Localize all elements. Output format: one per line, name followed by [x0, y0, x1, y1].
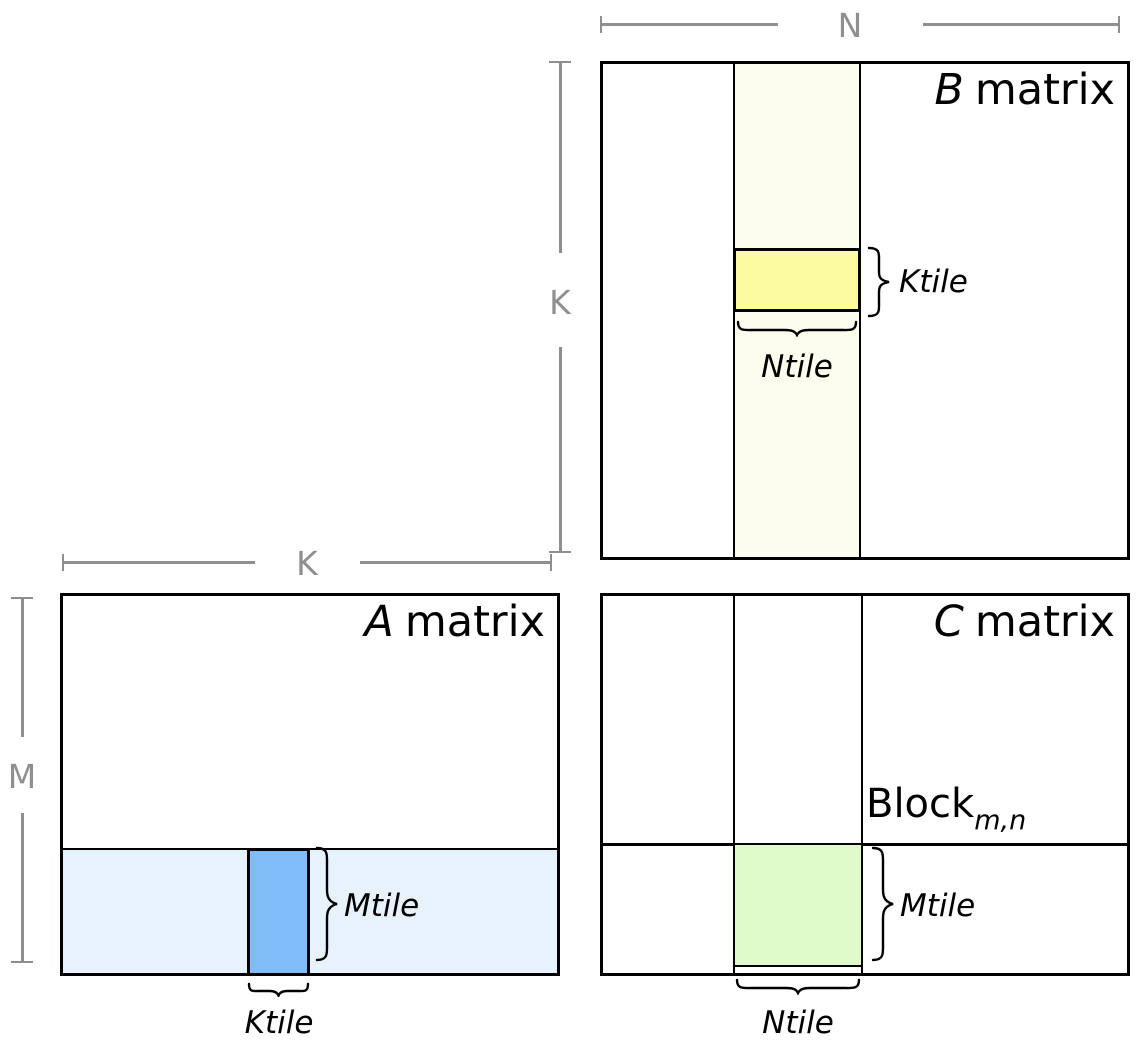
dim-bk-label: K: [549, 283, 571, 322]
dim-bk-line-top: [559, 62, 562, 253]
dim-bk-tick-bottom: [549, 551, 571, 553]
c-column-line-right: [861, 596, 863, 973]
b-matrix-title-word: matrix: [974, 65, 1115, 115]
b-ntile-brace-icon: [736, 319, 858, 337]
dim-n-line-right: [923, 23, 1120, 26]
c-row-divider: [603, 843, 1127, 846]
dim-m-tick-bottom: [11, 961, 33, 963]
dim-ak-label: K: [296, 544, 318, 583]
c-block-label-subscript: m,n: [974, 805, 1027, 837]
a-mtile-block: [247, 848, 310, 973]
a-matrix-title-word: matrix: [404, 597, 545, 647]
dim-m-line-top: [21, 598, 24, 737]
dim-ak-line-right: [360, 561, 552, 564]
c-matrix-title-letter: C: [933, 597, 964, 647]
b-ktile-label: Ktile: [899, 264, 968, 300]
c-block-label-text: Block: [866, 781, 975, 827]
b-matrix-title-letter: B: [934, 65, 964, 115]
c-ntile-label: Ntile: [762, 1005, 834, 1041]
b-ntile-label: Ntile: [761, 349, 833, 385]
dim-ak-tick-right: [550, 554, 552, 571]
dim-n-line-left: [600, 23, 778, 26]
c-mtile-brace-icon: [870, 846, 896, 962]
dim-m-line-bottom: [21, 813, 24, 962]
b-ktile-block: [733, 248, 861, 312]
dim-ak-line-left: [62, 561, 255, 564]
a-mtile-brace-icon: [314, 846, 340, 962]
a-mtile-label: Mtile: [344, 888, 420, 924]
c-matrix-title-word: matrix: [974, 597, 1115, 647]
c-mtile-label: Mtile: [900, 888, 976, 924]
c-block-label: Blockm,n: [866, 781, 1026, 834]
a-ktile-label: Ktile: [244, 1005, 314, 1041]
dim-n-label: N: [837, 6, 863, 45]
dim-bk-line-bottom: [559, 347, 562, 551]
c-ntile-brace-icon: [735, 977, 861, 995]
dim-m-label: M: [7, 757, 37, 796]
a-ktile-brace-icon: [247, 981, 310, 997]
b-ktile-brace-icon: [866, 246, 892, 318]
a-matrix-title-letter: A: [364, 597, 394, 647]
dim-n-tick-right: [1118, 16, 1120, 33]
c-column-line-left: [733, 596, 735, 973]
c-block-tile: [733, 843, 863, 967]
a-row-strip: [63, 848, 557, 973]
